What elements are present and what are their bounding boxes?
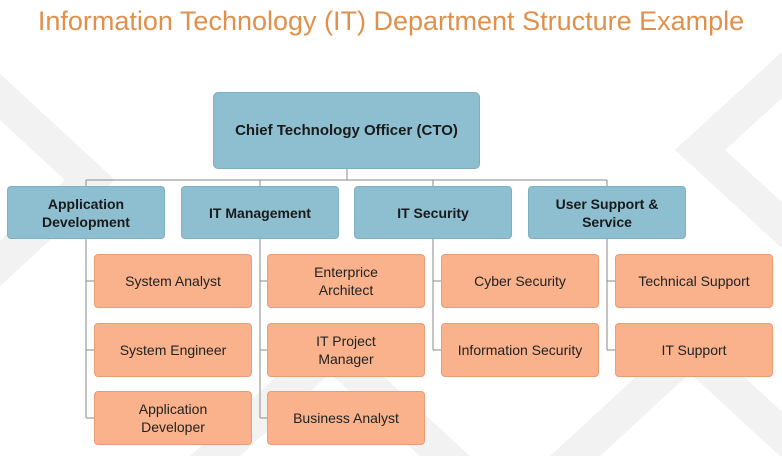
role-system-engineer: System Engineer [94,323,252,377]
role-technical-support: Technical Support [615,254,773,308]
role-enterprice-architect: Enterprice Architect [267,254,425,308]
role-system-analyst: System Analyst [94,254,252,308]
role-cyber-security: Cyber Security [441,254,599,308]
role-it-project-manager: IT Project Manager [267,323,425,377]
role-information-security: Information Security [441,323,599,377]
role-business-analyst: Business Analyst [267,391,425,445]
page-title: Information Technology (IT) Department S… [37,6,745,36]
dept-it-security: IT Security [354,186,512,239]
dept-user-support-service: User Support & Service [528,186,686,239]
role-it-support: IT Support [615,323,773,377]
role-application-developer: Application Developer [94,391,252,445]
dept-it-management: IT Management [181,186,339,239]
cto-box: Chief Technology Officer (CTO) [213,92,480,169]
dept-application-development: Application Development [7,186,165,239]
